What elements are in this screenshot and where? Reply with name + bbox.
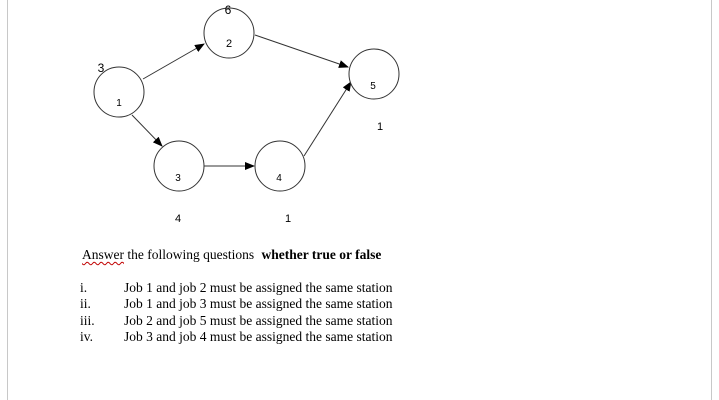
node-4-time: 1 xyxy=(285,213,291,225)
statement-number: i. xyxy=(80,280,88,295)
node-3: 3 4 xyxy=(153,140,205,225)
statement-text: Job 1 and job 2 must be assigned the sam… xyxy=(124,280,393,295)
node-2: 2 6 xyxy=(203,3,255,59)
node-2-label: 2 xyxy=(226,38,232,50)
instruction-rest: the following questions xyxy=(124,247,255,262)
node-2-time: 6 xyxy=(225,3,232,17)
precedence-diagram: 1 3 2 6 3 4 4 1 5 1 xyxy=(93,3,400,225)
statement-number: iv. xyxy=(80,328,93,344)
edge-1-2 xyxy=(142,43,205,80)
statement-item: i. Job 1 and job 2 must be assigned the … xyxy=(80,280,392,296)
statement-list: i. Job 1 and job 2 must be assigned the … xyxy=(80,280,392,345)
statement-text: Job 2 and job 5 must be assigned the sam… xyxy=(124,312,393,328)
statement-number: iii. xyxy=(80,312,95,328)
node-1: 1 3 xyxy=(93,61,145,118)
page-edge-right xyxy=(711,0,712,400)
edge-1-3 xyxy=(131,114,163,147)
node-4-label: 4 xyxy=(276,173,282,184)
node-1-label: 1 xyxy=(116,98,122,109)
edge-4-5 xyxy=(303,81,352,157)
statement-item: iv. Job 3 and job 4 must be assigned the… xyxy=(80,329,392,345)
node-3-time: 4 xyxy=(175,213,181,225)
node-5: 5 1 xyxy=(348,48,400,133)
node-4: 4 1 xyxy=(254,140,306,225)
statement-text: Job 1 and job 3 must be assigned the sam… xyxy=(124,296,393,312)
node-5-label: 5 xyxy=(370,81,376,92)
statement-item: ii. Job 1 and job 3 must be assigned the… xyxy=(80,296,392,312)
instruction-emphasis: whether true or false xyxy=(261,247,382,262)
page-edge-left xyxy=(7,0,8,400)
node-5-time: 1 xyxy=(377,121,383,133)
instruction-first-word: Answer xyxy=(82,247,124,262)
node-3-label: 3 xyxy=(175,173,181,184)
statement-item: iii. Job 2 and job 5 must be assigned th… xyxy=(80,313,392,329)
edge-2-5 xyxy=(254,34,349,68)
statement-text: Job 3 and job 4 must be assigned the sam… xyxy=(124,328,393,344)
statement-number: ii. xyxy=(80,296,91,312)
node-1-time: 3 xyxy=(98,61,105,75)
question-instruction: Answer the following questions whether t… xyxy=(82,247,381,263)
